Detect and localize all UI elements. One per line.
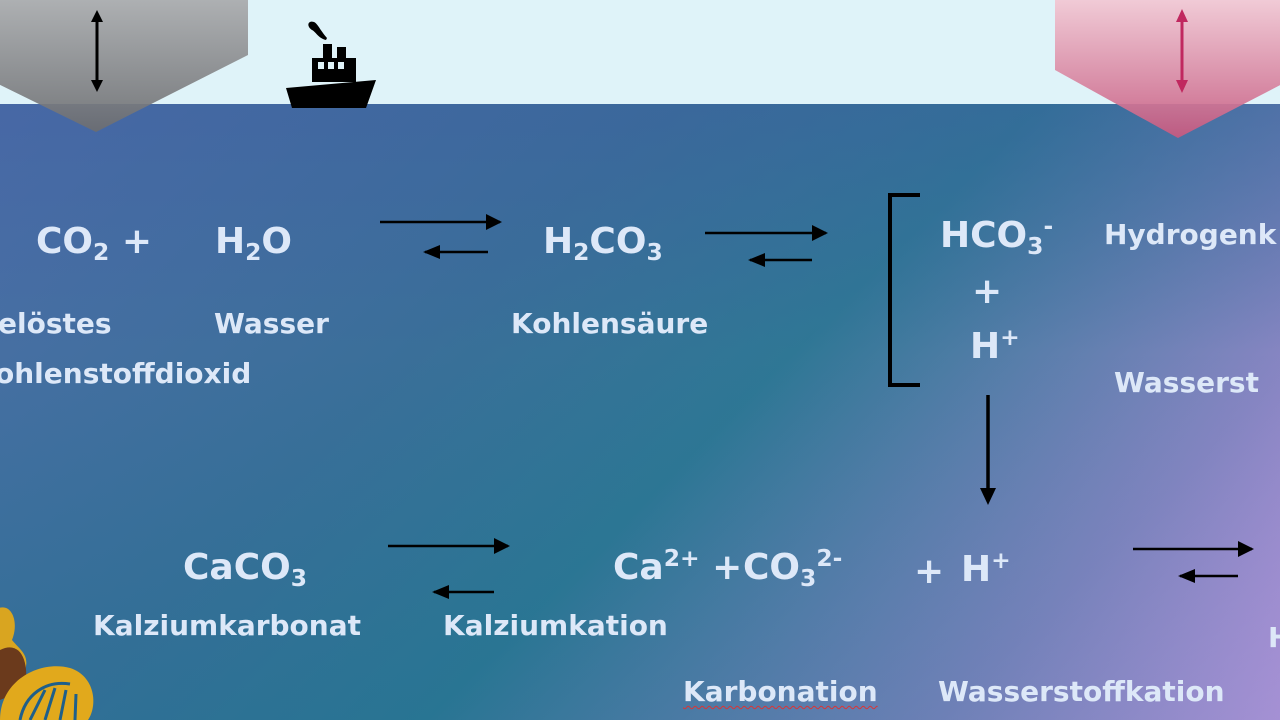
bracket xyxy=(888,193,920,387)
atmosphere-exchange-pink-shape xyxy=(1055,0,1280,138)
label-hydrogen-cation: Wasserstoffkation xyxy=(938,675,1225,708)
label-water: Wasser xyxy=(214,307,329,340)
equilibrium-arrow-1 xyxy=(380,214,502,259)
h-plus-formula-2: H+ xyxy=(961,546,1011,590)
label-hydrogen-ion: Wasserst xyxy=(1114,366,1259,399)
co3-formula: CO32- xyxy=(743,544,843,593)
ocean-background xyxy=(0,104,1280,720)
co2-formula: CO2 + xyxy=(36,221,153,267)
label-edge-fragment: H xyxy=(1268,621,1280,654)
plus-sign-2: + xyxy=(914,551,945,592)
label-carbonate: Karbonation xyxy=(683,675,878,708)
equilibrium-arrow-3 xyxy=(388,538,510,599)
equilibrium-arrow-4 xyxy=(1133,541,1254,583)
plus-sign: + xyxy=(972,271,1003,312)
double-arrow-icon xyxy=(91,10,103,92)
label-carbon-dioxide: ohlenstoffdioxid xyxy=(0,357,252,390)
ca2-formula: Ca2+ + xyxy=(613,544,743,588)
h-plus-formula: H+ xyxy=(970,323,1020,367)
equilibrium-arrow-2 xyxy=(705,225,828,267)
h2co3-formula: H2CO3 xyxy=(543,221,663,267)
caco3-formula: CaCO3 xyxy=(183,547,308,593)
ship-icon xyxy=(286,21,376,108)
atmosphere-exchange-gray-shape xyxy=(0,0,248,132)
pink-double-arrow-icon xyxy=(1176,9,1188,93)
label-dissolved: elöstes xyxy=(0,307,112,340)
label-calcium-carbonate: Kalziumkarbonat xyxy=(93,609,362,642)
label-carbonic-acid: Kohlensäure xyxy=(511,307,709,340)
hco3-formula: HCO3- xyxy=(940,212,1054,261)
coral-shell-icon xyxy=(0,607,94,720)
label-hydrogen-carbonate: Hydrogenk xyxy=(1104,218,1277,251)
label-calcium-cation: Kalziumkation xyxy=(443,609,668,642)
h2o-formula: H2O xyxy=(215,221,293,267)
down-arrow xyxy=(980,395,996,505)
